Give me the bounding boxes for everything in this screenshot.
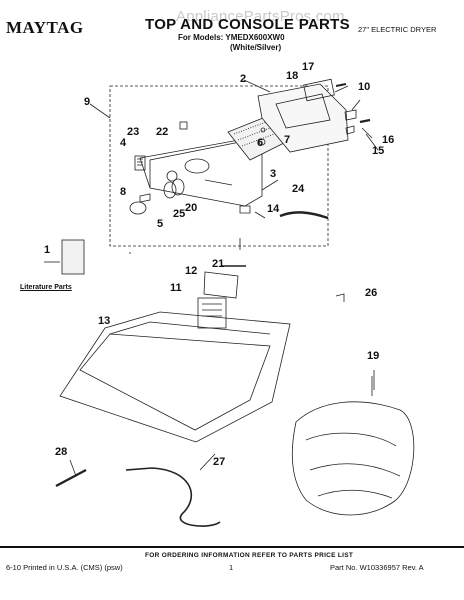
part-14 [239, 205, 251, 214]
part-7 [260, 127, 266, 133]
part-25 [163, 181, 177, 199]
part-20 [171, 178, 185, 196]
callout-3: 3 [270, 168, 277, 180]
print-info: 6-10 Printed in U.S.A. (CMS) (psw) [6, 563, 123, 572]
callout-15: 15 [372, 145, 385, 157]
callout-11: 11 [170, 282, 182, 294]
callout-1: 1 [44, 244, 51, 256]
part-4 [134, 155, 146, 171]
callout-10: 10 [358, 81, 371, 93]
part-16 [359, 118, 371, 124]
callout-21: 21 [212, 258, 225, 270]
literature-parts-label: Literature Parts [20, 284, 72, 291]
console-rear-panel [257, 83, 349, 153]
dryer-top [59, 311, 291, 443]
part-19 [291, 401, 415, 516]
part-number: Part No. W10336957 Rev. A [330, 563, 424, 572]
callout-5: 5 [157, 218, 164, 230]
part-12 [203, 271, 239, 299]
callout-25: 25 [173, 208, 186, 220]
part-24 [279, 211, 329, 220]
callout-18: 18 [286, 70, 299, 82]
callout-7: 7 [284, 134, 291, 146]
part-28 [55, 468, 87, 488]
callout-16: 16 [382, 134, 395, 146]
callout-6: 6 [257, 137, 264, 149]
part-26 [335, 293, 345, 302]
part-5 [129, 201, 147, 215]
callout-13: 13 [98, 315, 111, 327]
callout-27: 27 [213, 456, 226, 468]
callout-24: 24 [292, 183, 305, 195]
ordering-info: FOR ORDERING INFORMATION REFER TO PARTS … [145, 552, 354, 559]
callout-9: 9 [84, 96, 91, 108]
console-group-box [109, 85, 329, 247]
callout-28: 28 [55, 446, 68, 458]
part-6 [258, 138, 266, 146]
part-22 [179, 121, 188, 130]
callout-12: 12 [185, 265, 198, 277]
product-type: 27" ELECTRIC DRYER [358, 25, 437, 34]
model-line: For Models: YMEDX600XW0 [178, 33, 285, 42]
literature-parts-booklet [61, 239, 85, 275]
callout-22: 22 [156, 126, 169, 138]
callout-19: 19 [367, 350, 380, 362]
footer-rule [0, 546, 464, 548]
power-cord [125, 467, 221, 527]
page-title: TOP AND CONSOLE PARTS [145, 16, 350, 33]
callout-17: 17 [302, 61, 315, 73]
callout-8: 8 [120, 186, 127, 198]
callout-20: 20 [185, 202, 198, 214]
callout-26: 26 [365, 287, 378, 299]
part-8 [139, 193, 151, 203]
callout-23: 23 [127, 126, 140, 138]
brand-logo: MAYTAG [6, 18, 84, 37]
watermark-text: AppliancePartsPros.com [176, 8, 345, 25]
part-11 [197, 297, 227, 329]
callout-2: 2 [240, 73, 247, 85]
page-number: 1 [229, 563, 234, 572]
callout-4: 4 [120, 137, 127, 149]
part-18 [303, 78, 335, 102]
color-line: (White/Silver) [230, 43, 282, 52]
part-15 [345, 125, 355, 135]
part-10 [344, 109, 357, 121]
callout-14: 14 [267, 203, 280, 215]
